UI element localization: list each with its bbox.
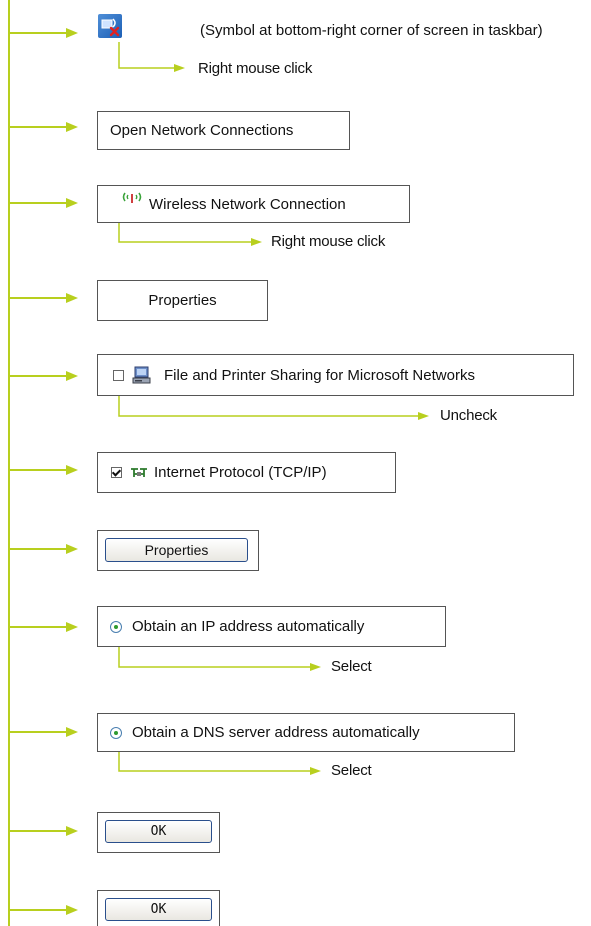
action-select-1: Select (331, 658, 372, 675)
action-arrow-right-click-2 (118, 222, 262, 246)
network-monitor-icon (101, 18, 120, 37)
network-protocol-icon (130, 466, 148, 480)
step-arrow-1 (9, 28, 78, 38)
action-arrows (118, 42, 429, 775)
file-printer-sharing-checkbox[interactable] (113, 369, 124, 381)
ok-button-1[interactable]: OK (105, 820, 212, 843)
step-arrow-6 (9, 465, 78, 475)
action-arrow-uncheck (118, 395, 429, 420)
wireless-network-connection-item[interactable]: Wireless Network Connection (97, 185, 410, 223)
step-arrow-3 (9, 198, 78, 208)
wireless-antenna-icon (121, 191, 143, 209)
open-network-connections-item[interactable]: Open Network Connections (97, 111, 350, 150)
action-right-click-1: Right mouse click (198, 60, 313, 77)
obtain-dns-automatically-item[interactable]: Obtain a DNS server address automaticall… (97, 713, 515, 752)
obtain-ip-label: Obtain an IP address automatically (132, 618, 365, 635)
ok-button-1-label: OK (150, 824, 167, 839)
obtain-dns-radio[interactable] (110, 726, 122, 739)
properties-menu-label: Properties (148, 292, 217, 309)
computer-share-icon (132, 365, 152, 385)
properties-button-frame: Properties (97, 530, 259, 571)
wireless-network-connection-label: Wireless Network Connection (149, 195, 346, 213)
action-arrow-select-1 (118, 646, 321, 671)
ok-button-2[interactable]: OK (105, 898, 212, 921)
step-arrow-9 (9, 727, 78, 737)
action-arrow-select-2 (118, 751, 321, 775)
properties-button[interactable]: Properties (105, 538, 248, 562)
step-arrow-5 (9, 371, 78, 381)
action-arrow-right-click-1 (118, 42, 185, 72)
ok-button-frame-2: OK (97, 890, 220, 926)
obtain-ip-automatically-item[interactable]: Obtain an IP address automatically (97, 606, 446, 647)
internet-protocol-label: Internet Protocol (TCP/IP) (154, 464, 327, 481)
step-arrow-10 (9, 826, 78, 836)
action-right-click-2: Right mouse click (271, 233, 386, 250)
ok-button-2-label: OK (150, 902, 167, 917)
action-uncheck: Uncheck (440, 407, 497, 424)
step-arrow-8 (9, 622, 78, 632)
internet-protocol-checkbox[interactable] (111, 467, 122, 478)
action-select-2: Select (331, 762, 372, 779)
obtain-dns-label: Obtain a DNS server address automaticall… (132, 724, 420, 741)
internet-protocol-item[interactable]: Internet Protocol (TCP/IP) (97, 452, 396, 493)
open-network-connections-label: Open Network Connections (110, 122, 294, 139)
step-arrow-4 (9, 293, 78, 303)
step-arrow-11 (9, 905, 78, 915)
file-printer-sharing-item[interactable]: File and Printer Sharing for Microsoft N… (97, 354, 574, 396)
tray-note: (Symbol at bottom-right corner of screen… (200, 22, 543, 39)
step-arrows (9, 28, 78, 915)
properties-button-label: Properties (144, 542, 209, 558)
file-printer-sharing-label: File and Printer Sharing for Microsoft N… (164, 366, 475, 384)
properties-menu-item[interactable]: Properties (97, 280, 268, 321)
obtain-ip-radio[interactable] (110, 620, 122, 633)
step-arrow-7 (9, 544, 78, 554)
step-arrow-2 (9, 122, 78, 132)
network-tray-icon[interactable] (98, 14, 122, 38)
ok-button-frame-1: OK (97, 812, 220, 853)
